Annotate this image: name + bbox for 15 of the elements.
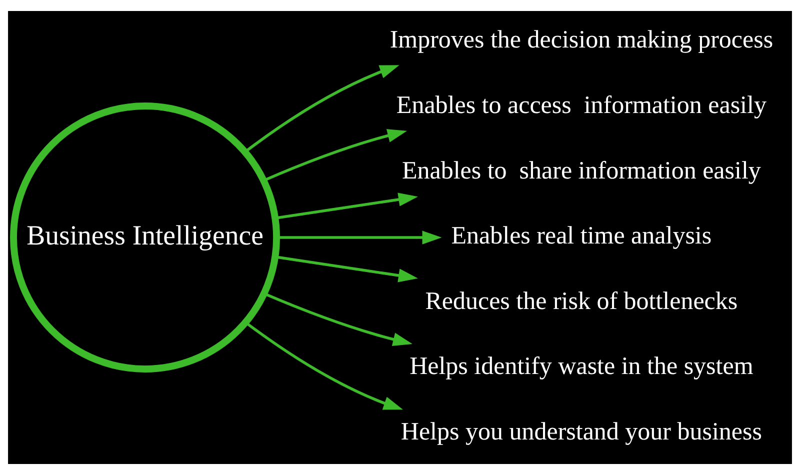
node-text: Improves the decision making process — [390, 26, 774, 54]
arrow — [275, 192, 418, 219]
node-text: Enables to access information easily — [396, 91, 766, 118]
node-circle: Business Intelligence — [10, 102, 280, 372]
arrow — [276, 230, 442, 244]
arrow — [264, 292, 412, 346]
node-text: Enables to share information easily — [402, 156, 761, 184]
node-text: Helps you understand your business — [400, 418, 762, 446]
node-text: Reduces the risk of bottlenecks — [425, 287, 738, 314]
arrow — [263, 128, 407, 182]
node-text: Helps identify waste in the system — [410, 352, 754, 380]
arrow — [245, 321, 403, 410]
node-text: Enables real time analysis — [451, 222, 712, 250]
arrow — [275, 255, 418, 282]
arrow — [244, 64, 400, 152]
